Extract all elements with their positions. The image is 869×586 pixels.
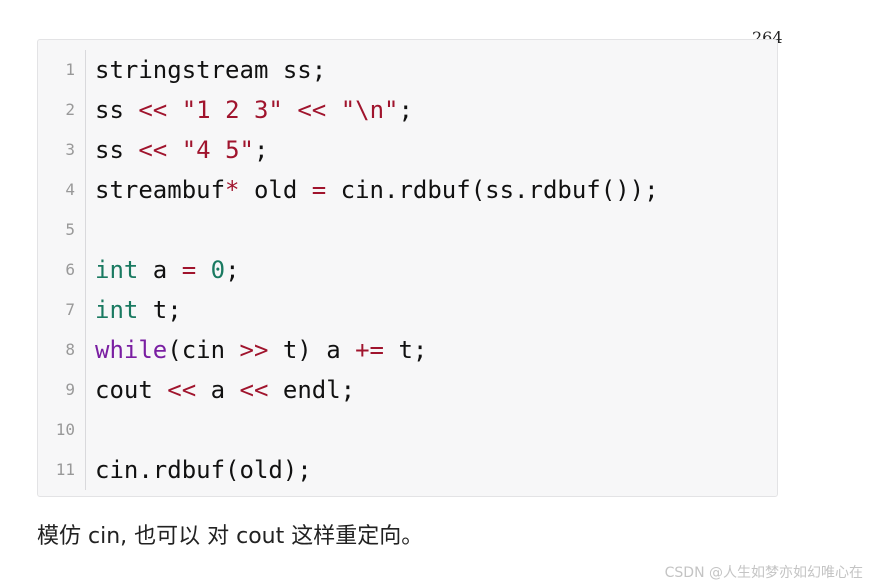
code-token-str: "1 2 3"	[181, 96, 283, 124]
line-code: int a = 0;	[86, 250, 240, 290]
line-code: cin.rdbuf(old);	[86, 450, 312, 490]
code-token-op: +=	[355, 336, 385, 364]
line-number: 8	[38, 330, 86, 370]
code-token-plain: ;	[225, 256, 240, 284]
code-token-plain: ss	[95, 136, 139, 164]
code-token-type: int	[95, 296, 139, 324]
code-token-plain	[167, 96, 181, 124]
code-token-type: int	[95, 256, 139, 284]
line-code: cout << a << endl;	[86, 370, 355, 410]
watermark: CSDN @人生如梦亦如幻唯心在	[664, 565, 863, 581]
code-token-num: 0	[210, 256, 226, 284]
code-token-op: =	[181, 256, 197, 284]
code-token-plain: ss	[95, 96, 139, 124]
code-token-plain: cin.rdbuf(old);	[95, 456, 312, 484]
code-token-plain: ;	[253, 136, 269, 164]
code-token-plain	[167, 136, 181, 164]
caption-text: 模仿 cin, 也可以 对 cout 这样重定向。	[37, 524, 424, 549]
code-line: 11 cin.rdbuf(old);	[38, 450, 777, 490]
line-code: ss << "4 5";	[86, 130, 268, 170]
code-token-plain: cin.rdbuf(ss.rdbuf());	[326, 176, 659, 204]
code-line: 10	[38, 410, 777, 450]
code-token-plain: a	[138, 256, 182, 284]
line-number: 10	[38, 410, 86, 450]
line-number: 2	[38, 90, 86, 130]
line-number: 4	[38, 170, 86, 210]
line-number: 9	[38, 370, 86, 410]
code-token-plain: stringstream ss;	[95, 56, 327, 84]
code-token-plain	[196, 256, 210, 284]
code-token-op: <<	[239, 376, 269, 404]
code-token-op: <<	[138, 136, 168, 164]
code-token-str: "\n"	[340, 96, 399, 124]
line-code: int t;	[86, 290, 182, 330]
code-line: 1 stringstream ss;	[38, 50, 777, 90]
code-token-plain: ;	[398, 96, 413, 124]
line-number: 11	[38, 450, 86, 490]
code-token-plain: old	[239, 176, 312, 204]
code-token-op: *	[225, 176, 240, 204]
line-number: 1	[38, 50, 86, 90]
code-token-plain: a	[196, 376, 240, 404]
code-token-op: <<	[167, 376, 197, 404]
line-code: stringstream ss;	[86, 50, 326, 90]
code-token-plain: streambuf	[95, 176, 226, 204]
code-token-str: "4 5"	[181, 136, 254, 164]
code-token-plain	[283, 96, 297, 124]
line-code: while(cin >> t) a += t;	[86, 330, 427, 370]
code-line: 5	[38, 210, 777, 250]
code-token-op: >>	[239, 336, 269, 364]
code-token-plain: t;	[138, 296, 182, 324]
line-code: streambuf* old = cin.rdbuf(ss.rdbuf());	[86, 170, 659, 210]
code-token-op: =	[311, 176, 327, 204]
line-code: ss << "1 2 3" << "\n";	[86, 90, 413, 130]
line-number: 7	[38, 290, 86, 330]
line-number: 5	[38, 210, 86, 250]
code-token-op: <<	[297, 96, 327, 124]
code-token-plain: cout	[95, 376, 168, 404]
code-token-plain: t) a	[268, 336, 356, 364]
code-token-plain	[326, 96, 340, 124]
line-number: 6	[38, 250, 86, 290]
code-token-plain: t;	[384, 336, 428, 364]
code-token-op: <<	[138, 96, 168, 124]
code-token-plain: endl;	[268, 376, 356, 404]
code-token-plain: (cin	[167, 336, 240, 364]
code-token-kw: while	[95, 336, 168, 364]
line-number: 3	[38, 130, 86, 170]
